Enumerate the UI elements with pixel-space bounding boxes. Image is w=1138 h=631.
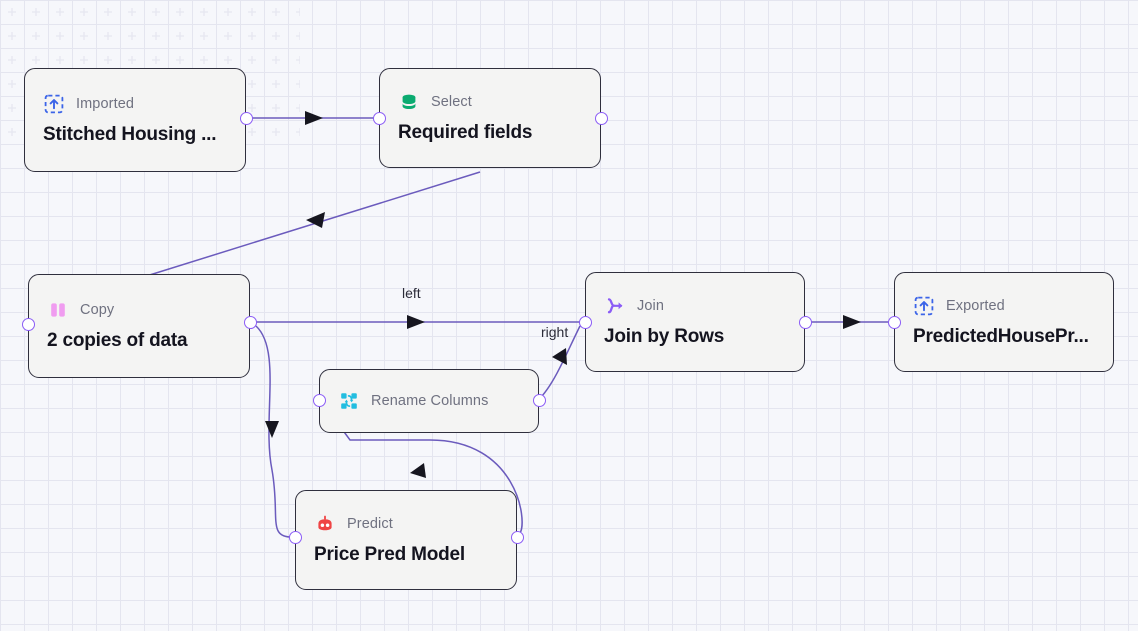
edge-label-right: right: [541, 324, 569, 340]
node-header: Predict: [314, 513, 498, 535]
node-imported[interactable]: Imported Stitched Housing ...: [24, 68, 246, 172]
import-upload-icon: [43, 93, 65, 115]
robot-icon: [314, 513, 336, 535]
node-title: PredictedHousePr...: [913, 325, 1089, 347]
port-rename-output[interactable]: [533, 394, 546, 407]
node-exported[interactable]: Exported PredictedHousePr...: [894, 272, 1114, 372]
node-header: Rename Columns: [338, 390, 520, 412]
node-header: Join: [604, 295, 786, 317]
port-select-input[interactable]: [373, 112, 386, 125]
edge-select-copy: [139, 171, 481, 279]
port-predict-output[interactable]: [511, 531, 524, 544]
export-upload-icon: [913, 295, 935, 317]
port-imported-output[interactable]: [240, 112, 253, 125]
arrowhead-join-exported: [843, 315, 861, 329]
node-title: 2 copies of data: [47, 329, 188, 351]
node-select[interactable]: Select Required fields: [379, 68, 601, 168]
node-kind-label: Rename Columns: [371, 393, 489, 409]
node-title: Join by Rows: [604, 325, 725, 347]
node-kind-label: Predict: [347, 515, 393, 532]
node-header: Copy: [47, 299, 231, 321]
node-title: Stitched Housing ...: [43, 123, 217, 145]
node-header: Imported: [43, 93, 227, 115]
node-header: Select: [398, 91, 582, 113]
node-join[interactable]: Join Join by Rows: [585, 272, 805, 372]
node-predict[interactable]: Predict Price Pred Model: [295, 490, 517, 590]
node-rename-columns[interactable]: Rename Columns: [319, 369, 539, 433]
port-copy-output[interactable]: [244, 316, 257, 329]
rename-swap-icon: [338, 390, 360, 412]
database-icon: [398, 91, 420, 113]
arrowhead-rename-join: [552, 348, 567, 365]
node-title: Price Pred Model: [314, 543, 465, 565]
node-title: Required fields: [398, 121, 533, 143]
arrowhead-select-copy: [306, 212, 325, 228]
port-select-output[interactable]: [595, 112, 608, 125]
edge-label-left: left: [402, 285, 421, 301]
node-header: Exported: [913, 295, 1095, 317]
arrowhead-predict-rename: [410, 463, 426, 478]
node-kind-label: Exported: [946, 297, 1005, 314]
node-kind-label: Join: [637, 297, 664, 314]
node-kind-label: Copy: [80, 301, 115, 318]
node-kind-label: Imported: [76, 95, 135, 112]
port-join-output[interactable]: [799, 316, 812, 329]
arrowhead-copy-predict: [265, 421, 279, 438]
port-exported-input[interactable]: [888, 316, 901, 329]
arrowhead-copy-join: [407, 315, 425, 329]
arrowhead-imported-select: [305, 111, 323, 125]
node-copy[interactable]: Copy 2 copies of data: [28, 274, 250, 378]
join-arrow-icon: [604, 295, 626, 317]
edge-copy-predict: [255, 325, 291, 538]
port-copy-input[interactable]: [22, 318, 35, 331]
port-rename-input[interactable]: [313, 394, 326, 407]
port-join-input[interactable]: [579, 316, 592, 329]
port-predict-input[interactable]: [289, 531, 302, 544]
copy-bars-icon: [47, 299, 69, 321]
node-kind-label: Select: [431, 93, 472, 110]
